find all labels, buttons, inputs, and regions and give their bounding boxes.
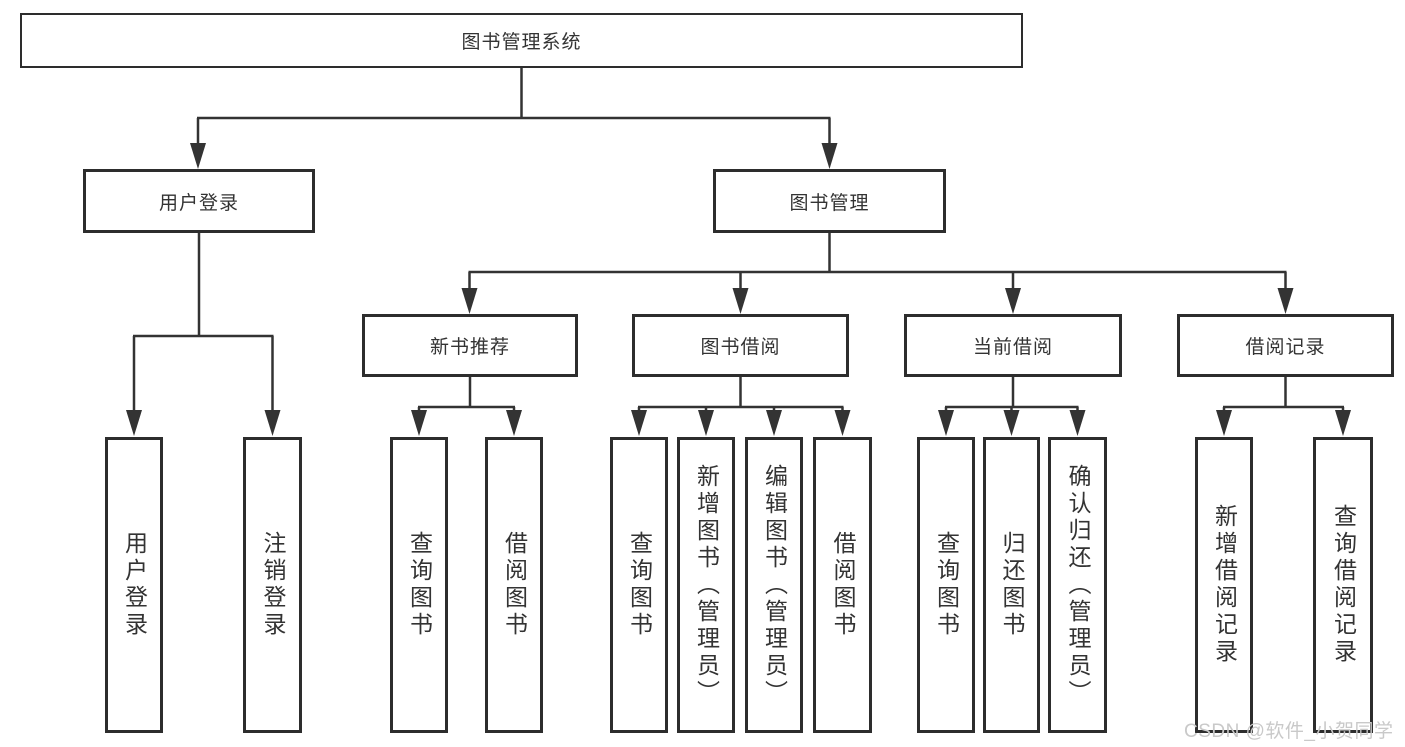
leaf-query-books-borrowing: 查询图书 — [610, 437, 668, 733]
node-current-borrowing: 当前借阅 — [904, 314, 1122, 377]
node-new-book-recommendation: 新书推荐 — [362, 314, 578, 377]
leaf-query-books-recommend: 查询图书 — [390, 437, 448, 733]
node-borrowing-records: 借阅记录 — [1177, 314, 1394, 377]
leaf-query-borrow-record: 查询借阅记录 — [1313, 437, 1373, 733]
node-book-borrowing: 图书借阅 — [632, 314, 849, 377]
leaf-user-login: 用户登录 — [105, 437, 163, 733]
leaf-add-books-admin: 新增图书（管理员） — [677, 437, 735, 733]
watermark: CSDN @软件_小贺同学 — [1184, 721, 1394, 742]
leaf-logout: 注销登录 — [243, 437, 302, 733]
leaf-borrow-books-borrowing: 借阅图书 — [813, 437, 872, 733]
node-user-login: 用户登录 — [83, 169, 315, 233]
leaf-confirm-return-admin: 确认归还（管理员） — [1048, 437, 1107, 733]
leaf-query-books-current: 查询图书 — [917, 437, 975, 733]
node-book-management: 图书管理 — [713, 169, 946, 233]
leaf-return-books: 归还图书 — [983, 437, 1040, 733]
node-library-management-system: 图书管理系统 — [20, 13, 1023, 68]
leaf-add-borrow-record: 新增借阅记录 — [1195, 437, 1253, 733]
leaf-edit-books-admin: 编辑图书（管理员） — [745, 437, 803, 733]
leaf-borrow-books-recommend: 借阅图书 — [485, 437, 543, 733]
